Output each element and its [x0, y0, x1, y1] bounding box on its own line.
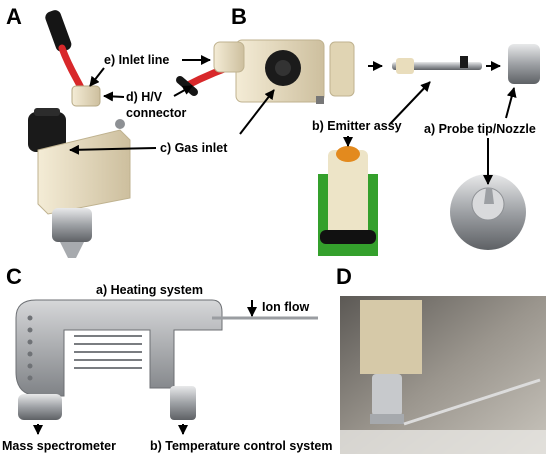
- arrow-hv-left: [103, 91, 125, 102]
- panel-b-letter: B: [231, 4, 247, 29]
- arrow-gas-inlet-right: [239, 89, 275, 135]
- probe-nut: [508, 44, 540, 84]
- label-mass-spectrometer: Mass spectrometer: [2, 439, 116, 453]
- arrow-hv-right: [173, 85, 193, 97]
- photo-d-source-block: [360, 300, 422, 374]
- photo-d-capillary: [403, 378, 541, 426]
- nozzle-knurled: [52, 208, 92, 242]
- hv-connector: [71, 85, 101, 107]
- label-ion-flow: Ion flow: [262, 300, 309, 314]
- nozzle-tip: [60, 242, 84, 258]
- panel-c: C: [6, 264, 318, 420]
- gas-inlet-knob: [28, 112, 66, 152]
- photo-d-slide: [340, 430, 546, 454]
- photo-d-nozzle: [372, 374, 402, 416]
- temp-control-connector: [170, 386, 196, 420]
- cable-black-sleeve: [45, 10, 72, 52]
- panel-b: B: [176, 4, 540, 256]
- label-gas-inlet: c) Gas inlet: [160, 141, 228, 155]
- label-emitter-assy: b) Emitter assy: [312, 119, 402, 133]
- panel-a: A: [6, 4, 131, 258]
- heating-system-body: [15, 299, 223, 397]
- label-inlet-line: e) Inlet line: [104, 53, 169, 67]
- arrow-probe-nut: [505, 87, 517, 119]
- arrow-gas-inlet-left: [69, 144, 157, 155]
- cooling-ribs: [74, 335, 142, 369]
- emitter-rod: [392, 62, 482, 70]
- label-probe-tip: a) Probe tip/Nozzle: [424, 122, 536, 136]
- label-heating-system: a) Heating system: [96, 283, 203, 297]
- panel-a-letter: A: [6, 4, 22, 29]
- label-hv-connector-2: connector: [126, 106, 187, 120]
- screw-icon: [115, 119, 125, 129]
- emitter-closeup-tube: [328, 150, 368, 242]
- panel-c-letter: C: [6, 264, 22, 289]
- arrow-emitter-rod: [389, 81, 431, 125]
- source-body-block: [37, 129, 131, 215]
- ms-connector: [18, 394, 62, 420]
- panel-d: D: [336, 264, 546, 454]
- panel-d-letter: D: [336, 264, 352, 289]
- vent-holes: [27, 315, 33, 381]
- label-hv-connector-1: d) H/V: [126, 90, 163, 104]
- label-temperature-control: b) Temperature control system: [150, 439, 332, 453]
